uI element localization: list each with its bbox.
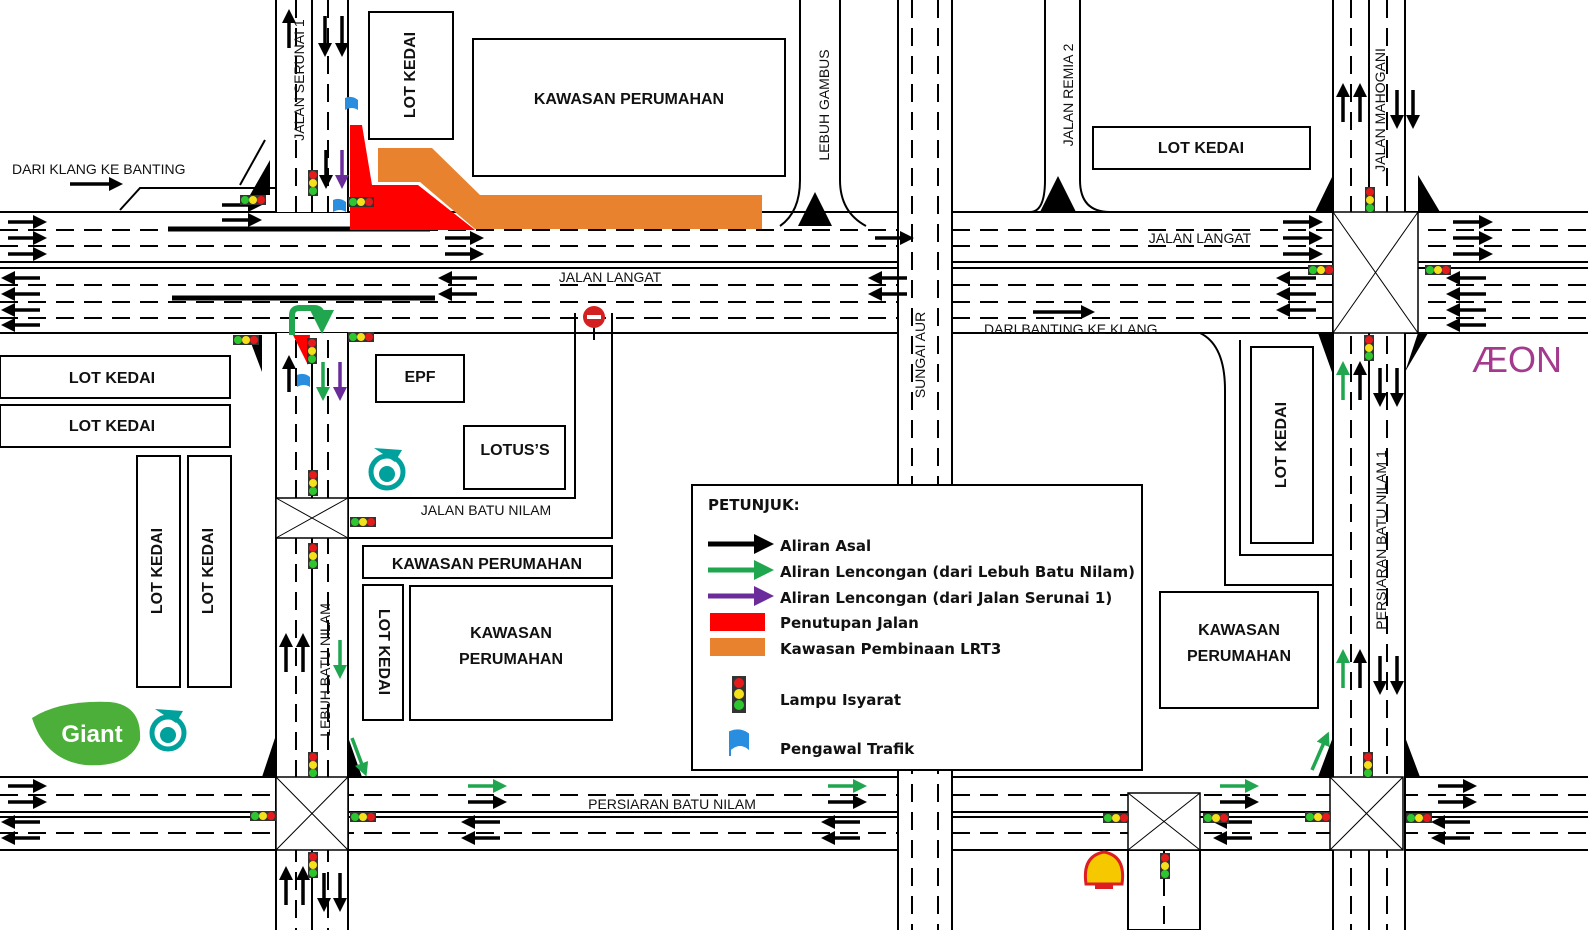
traffic-light-icon	[308, 170, 318, 196]
legend-item-penutupan: Penutupan Jalan	[780, 614, 919, 632]
lot-kedai-label: LOT KEDAI	[69, 418, 155, 435]
traffic-light-icon	[1363, 752, 1373, 778]
traffic-light-icon	[1103, 813, 1129, 823]
traffic-light-icon	[308, 852, 318, 878]
traffic-light-icon	[1305, 812, 1331, 822]
lrt3-construction-area	[378, 148, 762, 229]
road-labels: JALAN SERUNAI 1 LEBUH GAMBUS JALAN REMIA…	[12, 19, 1389, 812]
traffic-light-icon	[1425, 265, 1451, 275]
traffic-light-icon	[308, 543, 318, 569]
dari-klang-label: DARI KLANG KE BANTING	[12, 161, 185, 177]
lot-kedai-label: LOT KEDAI	[1273, 402, 1290, 488]
legend-title: PETUNJUK:	[708, 496, 800, 514]
petronas-logo	[368, 448, 406, 491]
traffic-light-icon	[307, 338, 317, 364]
persiaran-batu-nilam-1-label: PERSIARAN BATU NILAM 1	[1373, 450, 1389, 630]
traffic-light-icon	[348, 332, 374, 342]
flow-arrow	[350, 737, 369, 777]
dari-banting-label: DARI BANTING KE KLANG	[984, 321, 1157, 337]
legend-item-pengawal: Pengawal Trafik	[780, 740, 915, 758]
sungai-aur-channel	[897, 0, 953, 930]
traffic-light-icon	[732, 676, 746, 713]
traffic-light-icon	[1160, 853, 1170, 879]
perumahan-label: PERUMAHAN	[459, 651, 563, 668]
traffic-light-icon	[250, 811, 276, 821]
legend-item-lampu: Lampu Isyarat	[780, 691, 901, 709]
legend-item-lrt3: Kawasan Pembinaan LRT3	[780, 640, 1001, 658]
traffic-light-icon	[308, 752, 318, 778]
traffic-light-icon	[1364, 335, 1374, 361]
lot-kedai-label: LOT KEDAI	[1158, 140, 1244, 157]
traffic-light-icon	[1365, 187, 1375, 213]
epf-label: EPF	[404, 369, 435, 386]
jalan-langat-label: JALAN LANGAT	[1149, 230, 1252, 246]
legend-item-lencongan-lebuh: Aliran Lencongan (dari Lebuh Batu Nilam)	[780, 563, 1135, 581]
persiaran-batu-nilam-label: PERSIARAN BATU NILAM	[588, 796, 756, 812]
no-entry-sign	[583, 306, 605, 340]
flag-icon	[728, 729, 749, 756]
traffic-warden-flag-icon	[333, 198, 346, 212]
sungai-aur-label: SUNGAI AUR	[912, 312, 928, 398]
u-turn-arrow	[289, 305, 334, 335]
lot-kedai-label: LOT KEDAI	[402, 32, 419, 118]
perumahan-label: PERUMAHAN	[1187, 648, 1291, 665]
intersection-box	[1127, 792, 1201, 851]
kawasan-label: KAWASAN	[470, 625, 552, 642]
intersection-box	[1329, 776, 1404, 851]
traffic-light-icon	[348, 197, 374, 207]
petronas-logo	[149, 709, 187, 752]
traffic-warden-flag-icon	[345, 96, 358, 110]
lebuh-batu-nilam-label: LEBUH BATU NILAM	[317, 603, 333, 737]
traffic-light-icon	[1406, 813, 1432, 823]
jalan-langat-road	[0, 211, 1588, 334]
traffic-light-icon	[350, 517, 376, 527]
traffic-light-icon	[233, 335, 259, 345]
giant-logo: Giant	[32, 701, 141, 766]
traffic-light-icon	[350, 812, 376, 822]
lot-kedai-label: LOT KEDAI	[200, 528, 217, 614]
intersections	[275, 211, 1419, 851]
road-closure-area-2	[293, 335, 310, 365]
lot-kedai-label: LOT KEDAI	[375, 609, 392, 695]
kawasan-perumahan-label: KAWASAN PERUMAHAN	[392, 556, 582, 573]
road-closure-area	[350, 125, 475, 230]
intersection-box	[1332, 211, 1419, 334]
traffic-light-icon	[1308, 265, 1334, 275]
traffic-light-icon	[240, 195, 266, 205]
jalan-batu-nilam-label: JALAN BATU NILAM	[421, 502, 551, 518]
kawasan-label: KAWASAN	[1198, 622, 1280, 639]
legend-item-lencongan-jalan: Aliran Lencongan (dari Jalan Serunai 1)	[780, 589, 1112, 607]
buildings: LOT KEDAI KAWASAN PERUMAHAN LOT KEDAI LO…	[0, 11, 1319, 721]
aeon-logo: ÆON	[1472, 339, 1562, 380]
kawasan-perumahan-label: KAWASAN PERUMAHAN	[534, 91, 724, 108]
jalan-serunai-1-label: JALAN SERUNAI 1	[291, 19, 307, 141]
jalan-langat-label: JALAN LANGAT	[559, 269, 662, 285]
traffic-warden-flags	[297, 96, 358, 387]
lebuh-gambus-label: LEBUH GAMBUS	[816, 49, 832, 160]
shell-logo	[1083, 850, 1125, 889]
jalan-remia-2-label: JALAN REMIA 2	[1060, 43, 1076, 146]
legend-item-aliran-asal: Aliran Asal	[780, 537, 871, 555]
jalan-mahogani-label: JALAN MAHOGANI	[1372, 48, 1388, 172]
intersection-box	[275, 776, 349, 851]
intersection-box	[275, 497, 349, 539]
legend: PETUNJUK: Aliran Asal Aliran Lencongan (…	[691, 484, 1143, 771]
lot-kedai-label: LOT KEDAI	[149, 528, 166, 614]
traffic-warden-flag-icon	[297, 373, 310, 387]
traffic-flow-arrows	[1, 9, 1493, 912]
traffic-light-icon	[308, 470, 318, 496]
flow-arrow	[1310, 731, 1330, 771]
lot-kedai-label: LOT KEDAI	[69, 370, 155, 387]
giant-logo-text: Giant	[61, 721, 122, 748]
lotus-label: LOTUS’S	[480, 442, 550, 459]
traffic-lights	[233, 170, 1451, 879]
traffic-light-icon	[1203, 813, 1229, 823]
